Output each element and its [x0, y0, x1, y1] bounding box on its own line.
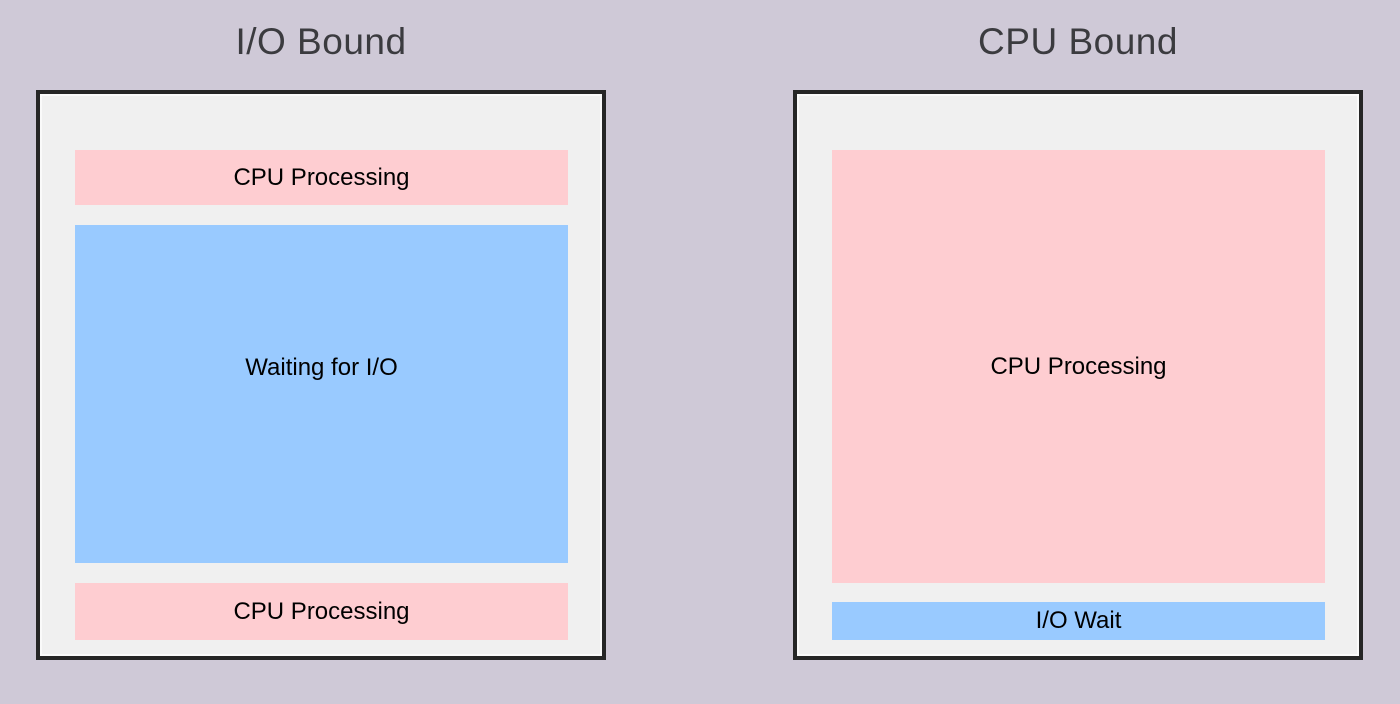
segment-cpu-processing-top: CPU Processing — [75, 150, 568, 205]
io-bound-timeline-box: CPU Processing Waiting for I/O CPU Proce… — [36, 90, 606, 660]
cpu-bound-title: CPU Bound — [978, 21, 1178, 62]
segment-label: CPU Processing — [233, 597, 410, 625]
segment-cpu-processing-main: CPU Processing — [832, 150, 1325, 583]
cpu-bound-timeline-box: CPU Processing I/O Wait — [793, 90, 1363, 660]
io-bound-title: I/O Bound — [235, 21, 407, 62]
segment-waiting-for-io: Waiting for I/O — [75, 225, 568, 563]
segment-label: I/O Wait — [1035, 607, 1122, 634]
segment-label: CPU Processing — [990, 352, 1167, 380]
segment-cpu-processing-bottom: CPU Processing — [75, 583, 568, 640]
segment-label: Waiting for I/O — [245, 354, 398, 381]
segment-label: CPU Processing — [233, 163, 410, 191]
segment-io-wait: I/O Wait — [832, 602, 1325, 640]
